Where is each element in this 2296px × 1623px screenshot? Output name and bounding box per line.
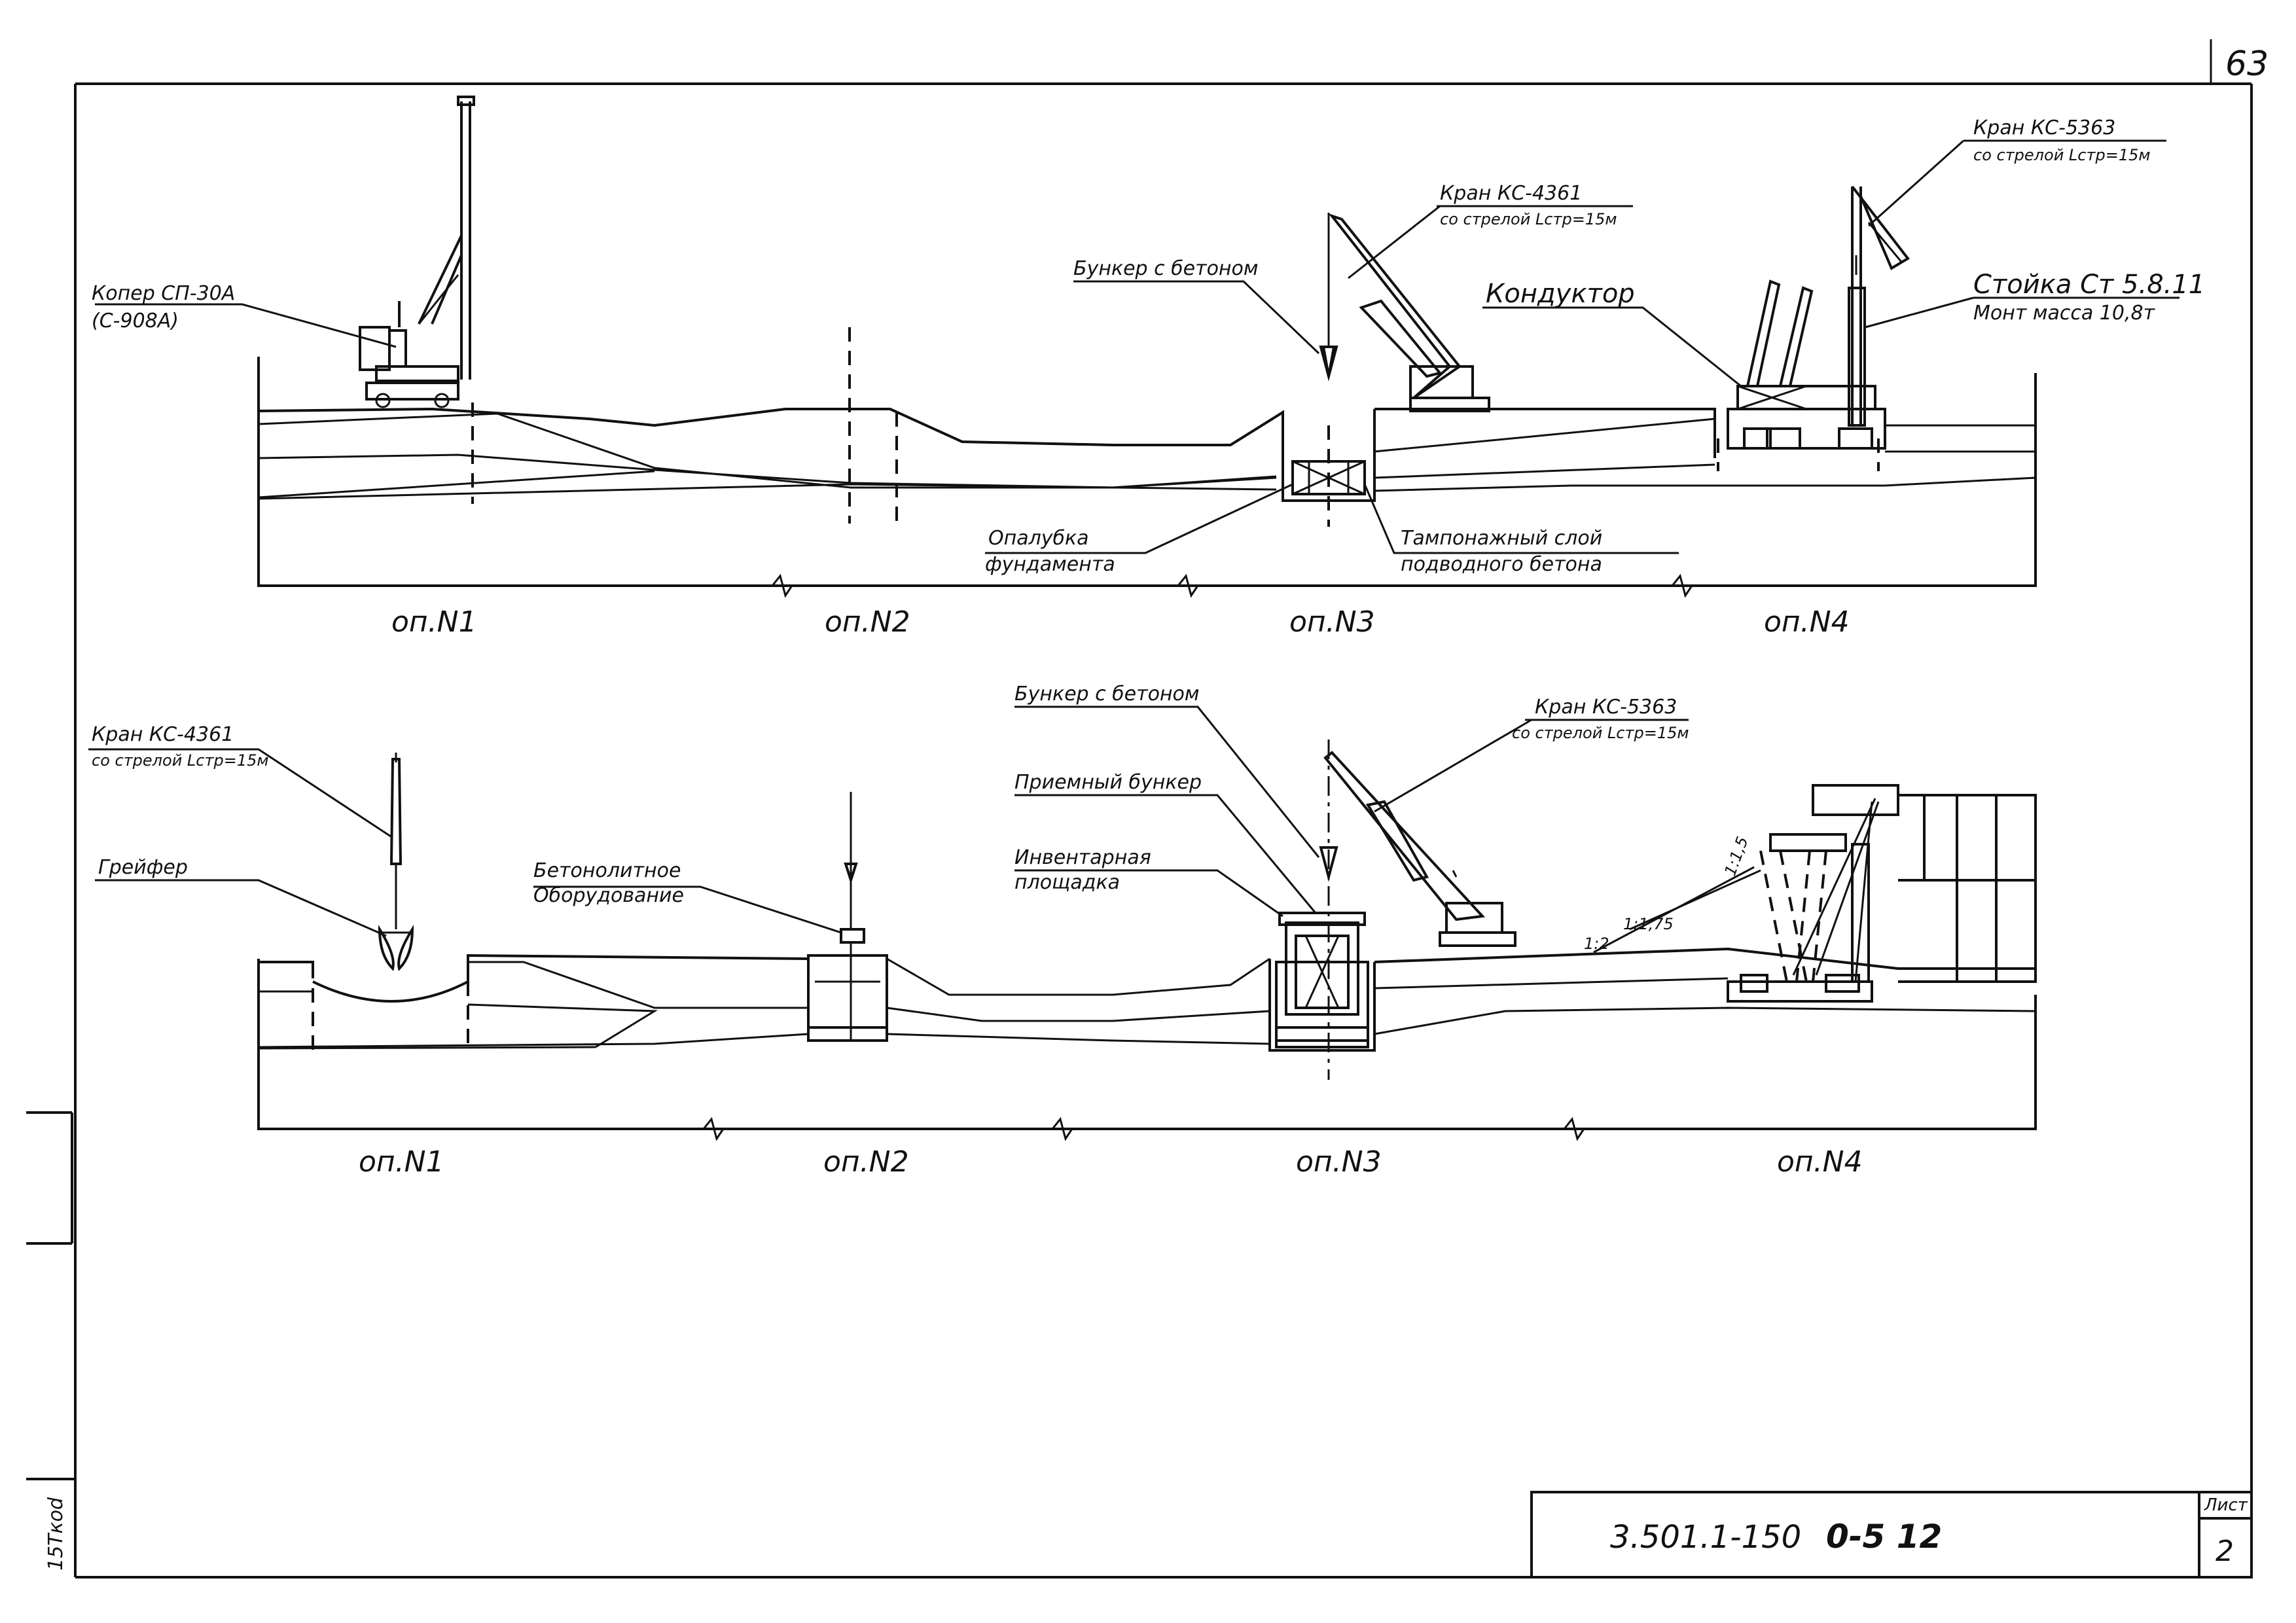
title-sheet-code: 0-5 12 [1826,1518,1942,1556]
label-slope-2: 1:1,75 [1623,915,1674,933]
konductor-icon [1727,279,1886,450]
title-list-label: Лист [2204,1495,2248,1515]
label-crane1-boom-top: со стрелой Lстр=15м [1440,210,1617,228]
title-block [1530,1491,2253,1578]
label-tampon-2: подводного бетона [1401,553,1602,576]
pier-label-bottom-1: оп.N1 [359,1145,444,1179]
label-crane1-bottom: Кран КС-4361 [92,723,234,746]
crane-ks4361-icon [1321,213,1490,412]
concrete-casting-icon [840,792,865,1041]
pier-label-top-3: оп.N3 [1289,605,1375,639]
label-betonolit-2: Оборудование [533,884,684,907]
label-crane1-top: Кран КС-4361 [1440,182,1582,205]
pier-label-top-4: оп.N4 [1764,605,1850,639]
crane-grab-icon [378,753,414,971]
label-crane2-boom-top: со стрелой Lстр=15м [1973,146,2150,164]
label-slope-1: 1:2 [1584,935,1609,953]
sheet-frame [26,39,2253,1578]
title-list-number: 2 [2215,1535,2234,1568]
label-kopr-alt: (С-908А) [92,310,179,332]
bottom-section-view [88,705,2037,1141]
crane-ks5363-icon [1848,185,1910,427]
label-stoika-mass: Монт масса 10,8т [1973,302,2156,325]
pier-label-bottom-4: оп.N4 [1777,1145,1863,1179]
label-bunker-bottom: Бункер с бетоном [1014,683,1200,705]
label-opalubka-2: фундамента [985,553,1115,576]
label-crane2-top: Кран КС-5363 [1973,116,2115,139]
pier4-frame-icon [1727,784,2037,1003]
pier-label-top-1: оп.N1 [391,605,477,639]
label-bunker-top: Бункер с бетоном [1073,257,1259,280]
top-section-view [95,96,2179,598]
crane-ks5363-bottom-icon [1319,751,1516,947]
label-tampon-1: Тампонажный слой [1401,527,1602,550]
label-kopr: Копер СП-30А [92,282,235,305]
label-konductor: Кондуктор [1486,279,1635,309]
sheet-number: 63 [2225,45,2269,84]
label-inventar-1: Инвентарная [1014,846,1151,869]
label-crane2-boom-bottom: со стрелой Lстр=15м [1512,724,1689,742]
label-inventar-2: площадка [1014,871,1120,894]
label-priemny: Приемный бункер [1014,771,1202,794]
label-betonolit-1: Бетонолитное [533,859,681,882]
pier-label-top-2: оп.N2 [825,605,910,639]
pier-label-bottom-2: оп.N2 [823,1145,909,1179]
label-crane1-boom-bottom: со стрелой Lстр=15м [92,751,268,770]
stamp-text: 15Ткоd [45,1497,67,1571]
label-stoika: Стойка Ст 5.8.11 [1973,270,2205,300]
grab-bucket-icon [378,925,414,971]
label-greifer: Грейфер [98,856,188,879]
concrete-bunker-icon [1319,346,1338,382]
label-opalubka-1: Опалубка [988,527,1089,550]
label-crane2-bottom: Кран КС-5363 [1535,696,1677,719]
pier-label-bottom-3: оп.N3 [1296,1145,1382,1179]
pier3-caisson [1275,961,1369,1042]
title-code: 3.501.1-150 [1610,1519,1801,1556]
pile-driver-icon [359,96,475,408]
